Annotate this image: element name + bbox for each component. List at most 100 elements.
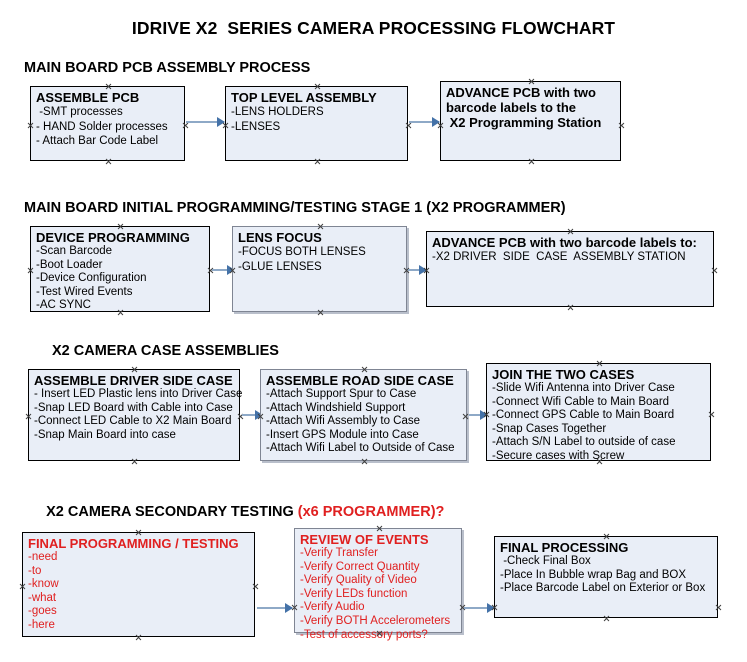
connector-handle-left[interactable]	[27, 267, 34, 274]
node-final-processing[interactable]: FINAL PROCESSING -Check Final Box -Place…	[494, 536, 718, 618]
connector-handle-bottom[interactable]	[131, 458, 138, 465]
node-line: -Boot Loader	[36, 258, 103, 271]
connector-handle-top[interactable]	[603, 533, 610, 540]
node-title: FINAL PROGRAMMING / TESTING	[28, 536, 239, 551]
node-title: ADVANCE PCB with two	[446, 85, 596, 100]
node-advance-pcb-to-driver-side-case[interactable]: ADVANCE PCB with two barcode labels to: …	[426, 231, 714, 307]
connector-handle-bottom[interactable]	[528, 158, 535, 165]
node-line: -Slide Wifi Antenna into Driver Case	[492, 382, 675, 394]
node-review-of-events[interactable]: REVIEW OF EVENTS -Verify Transfer -Verif…	[294, 528, 462, 641]
connector-handle-right[interactable]	[618, 122, 625, 129]
node-line: -Attach Wifi Label to Outside of Case	[266, 442, 455, 455]
node-line: -LENSES	[231, 120, 281, 133]
node-line: -goes	[28, 605, 57, 618]
node-line: -Verify Correct Quantity	[300, 560, 420, 573]
node-line: -Attach Wifi Assembly to Case	[266, 415, 421, 428]
connector-handle-top[interactable]	[596, 360, 603, 367]
connector-device-programming-to-lens-focus	[212, 265, 235, 275]
node-line: -know	[28, 578, 59, 591]
node-line: -Verify Transfer	[300, 547, 378, 559]
node-title: LENS FOCUS	[238, 230, 322, 245]
node-line: -what	[28, 591, 57, 604]
node-title: REVIEW OF EVENTS	[300, 532, 429, 547]
connector-handle-right[interactable]	[462, 413, 469, 420]
section-heading-x2-camera-secondary-testing: X2 CAMERA SECONDARY TESTING (x6 PROGRAMM…	[30, 488, 444, 536]
connector-handle-bottom[interactable]	[105, 158, 112, 165]
connector-handle-top[interactable]	[117, 223, 124, 230]
connector-handle-left[interactable]	[25, 413, 32, 420]
node-line: -Verify LEDs function	[300, 587, 408, 600]
node-title: DEVICE PROGRAMMING	[36, 230, 190, 245]
node-final-programming-testing[interactable]: FINAL PROGRAMMING / TESTING -need -to -k…	[22, 532, 255, 637]
node-line: -Secure cases with Screw	[492, 449, 625, 462]
node-line: -Test Wired Events	[36, 285, 133, 298]
node-line: -need	[28, 551, 58, 563]
connector-handle-top[interactable]	[314, 83, 321, 90]
node-line: -here	[28, 618, 55, 631]
connector-handle-top[interactable]	[105, 83, 112, 90]
section-heading-text: X2 CAMERA SECONDARY TESTING	[46, 504, 298, 520]
node-title: ASSEMBLE ROAD SIDE CASE	[266, 373, 454, 388]
connector-handle-bottom[interactable]	[361, 458, 368, 465]
section-heading-x2-camera-case-assemblies: X2 CAMERA CASE ASSEMBLIES	[52, 343, 279, 359]
node-line: -Snap Cases Together	[492, 422, 607, 435]
node-title: FINAL PROCESSING	[500, 540, 629, 555]
node-line: -Snap Main Board into case	[34, 428, 176, 441]
connector-handle-bottom[interactable]	[135, 634, 142, 641]
node-assemble-road-side-case[interactable]: ASSEMBLE ROAD SIDE CASE -Attach Support …	[260, 369, 467, 461]
node-title: ASSEMBLE DRIVER SIDE CASE	[34, 373, 233, 388]
node-join-the-two-cases[interactable]: JOIN THE TWO CASES -Slide Wifi Antenna i…	[486, 360, 711, 462]
node-line: -Connect GPS Cable to Main Board	[492, 409, 675, 422]
connector-handle-left[interactable]	[19, 583, 26, 590]
node-line: -Verify Audio	[300, 601, 365, 614]
connector-handle-right[interactable]	[252, 583, 259, 590]
connector-handle-right[interactable]	[708, 411, 715, 418]
section-heading-accent: (x6 PROGRAMMER)?	[297, 504, 445, 520]
node-line: - Insert LED Plastic lens into Driver Ca…	[34, 388, 243, 400]
node-title: TOP LEVEL ASSEMBLY	[231, 90, 377, 105]
section-heading-main-board-pcb-assembly: MAIN BOARD PCB ASSEMBLY PROCESS	[24, 60, 311, 76]
connector-handle-right[interactable]	[711, 267, 718, 274]
connector-handle-bottom[interactable]	[567, 304, 574, 311]
node-line: -Attach Support Spur to Case	[266, 388, 417, 400]
node-line-overflow: -Test of accessory ports?	[300, 628, 428, 641]
connector-handle-top[interactable]	[361, 366, 368, 373]
node-line: -Place Barcode Label on Exterior or Box	[500, 582, 706, 595]
node-device-programming[interactable]: DEVICE PROGRAMMING -Scan Barcode -Boot L…	[30, 226, 210, 312]
node-line: -Connect Wifi Cable to Main Board	[492, 395, 670, 408]
connector-handle-right[interactable]	[182, 122, 189, 129]
node-line: -Connect LED Cable to X2 Main Board	[34, 415, 232, 428]
node-advance-pcb-to-programming-station[interactable]: ADVANCE PCB with two barcode labels to t…	[440, 81, 621, 161]
node-line: -GLUE LENSES	[238, 260, 322, 273]
node-title: JOIN THE TWO CASES	[492, 367, 635, 382]
connector-handle-top[interactable]	[528, 78, 535, 85]
connector-lens-focus-to-advance-pcb	[408, 265, 427, 275]
node-line: -Snap LED Board with Cable into Case	[34, 401, 233, 414]
node-lens-focus[interactable]: LENS FOCUS -FOCUS BOTH LENSES -GLUE LENS…	[232, 226, 407, 312]
node-line: - HAND Solder processes	[36, 120, 168, 133]
connector-handle-top[interactable]	[567, 228, 574, 235]
connector-handle-bottom[interactable]	[314, 158, 321, 165]
connector-handle-bottom[interactable]	[603, 615, 610, 622]
node-line: -Verify Quality of Video	[300, 574, 417, 587]
connector-handle-left[interactable]	[27, 122, 34, 129]
connector-final-programming-to-review-of-events	[257, 603, 293, 613]
node-top-level-assembly[interactable]: TOP LEVEL ASSEMBLY -LENS HOLDERS -LENSES	[225, 86, 408, 161]
node-assemble-pcb[interactable]: ASSEMBLE PCB -SMT processes - HAND Solde…	[30, 86, 185, 161]
section-heading-main-board-initial-programming: MAIN BOARD INITIAL PROGRAMMING/TESTING S…	[24, 200, 566, 216]
node-line: -Attach Windshield Support	[266, 401, 406, 414]
node-assemble-driver-side-case[interactable]: ASSEMBLE DRIVER SIDE CASE - Insert LED P…	[25, 366, 243, 461]
node-line: -Verify BOTH Accelerometers	[300, 614, 451, 627]
node-line: -AC SYNC	[36, 299, 91, 312]
connector-handle-top[interactable]	[317, 223, 324, 230]
connector-handle-bottom[interactable]	[317, 309, 324, 316]
connector-handle-right[interactable]	[715, 604, 722, 611]
connector-handle-right[interactable]	[405, 122, 412, 129]
node-line: -Place In Bubble wrap Bag and BOX	[500, 568, 687, 581]
node-line: -Check Final Box	[500, 555, 591, 567]
connector-review-of-events-to-final-processing	[464, 603, 495, 613]
node-line: -Device Configuration	[36, 272, 147, 285]
connector-handle-top[interactable]	[131, 366, 138, 373]
node-title: ADVANCE PCB with two barcode labels to:	[432, 235, 697, 250]
